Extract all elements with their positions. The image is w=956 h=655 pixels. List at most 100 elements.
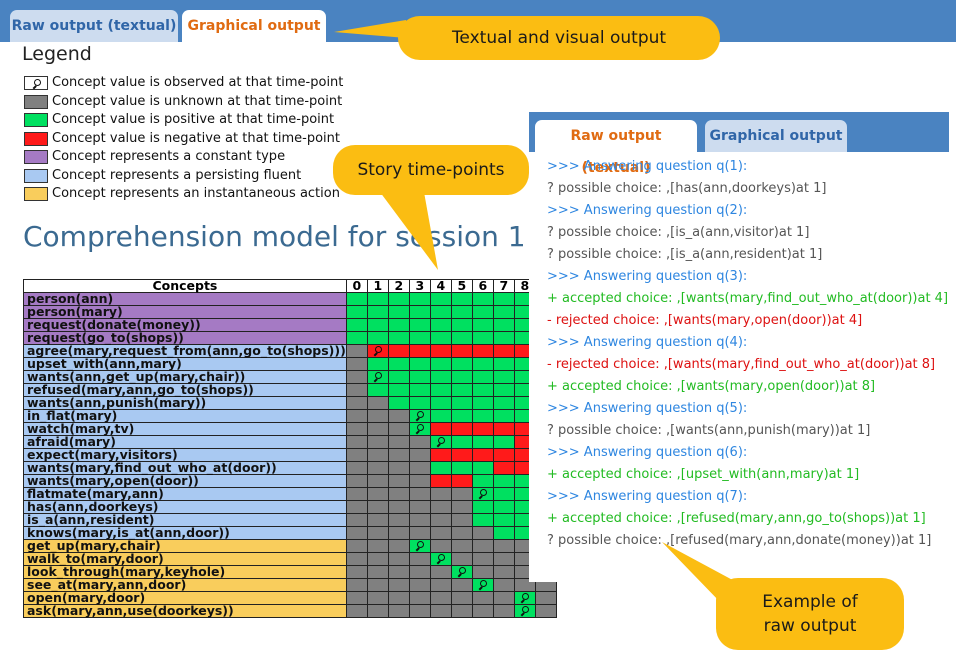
grid-cell: [429, 565, 452, 579]
grid-cell: [492, 331, 515, 345]
callout-story-timepoints: Story time-points: [333, 145, 529, 195]
grid-cell: [345, 448, 368, 462]
grid-cell: [429, 409, 452, 423]
grid-cell: [387, 552, 410, 566]
grid-cell: [492, 344, 515, 358]
grid-cell: [387, 513, 410, 527]
raw-output-line: >>> Answering question q(6):: [547, 445, 748, 460]
grid-cell: [429, 396, 452, 410]
grid-cell: [408, 331, 431, 345]
legend-item: Concept value is negative at that time-p…: [24, 131, 364, 148]
grid-cell: [492, 435, 515, 449]
grid-cell: [408, 474, 431, 488]
grid-cell: [471, 435, 494, 449]
grid-cell: [345, 344, 368, 358]
grid-cell: [471, 318, 494, 332]
grid-cell: [366, 487, 389, 501]
grid-cell: [387, 591, 410, 605]
legend-swatch: [24, 168, 48, 183]
grid-cell: [366, 370, 389, 384]
legend-label: Concept represents a constant type: [52, 149, 286, 164]
concept-name: in_flat(mary): [23, 409, 347, 423]
grid-cell: [408, 604, 431, 618]
grid-cell: [387, 357, 410, 371]
grid-cell: [345, 292, 368, 306]
grid-cell: [408, 383, 431, 397]
concept-name: wants(ann,punish(mary)): [23, 396, 347, 410]
grid-cell: [408, 578, 431, 592]
grid-cell: [345, 318, 368, 332]
grid-cell: [492, 357, 515, 371]
tab-raw-output[interactable]: Raw output (textual): [10, 10, 178, 42]
grid-cell: [492, 513, 515, 527]
callout-textual-visual: Textual and visual output: [398, 16, 720, 60]
grid-cell: [450, 500, 473, 514]
legend-item: Concept value is unknown at that time-po…: [24, 94, 364, 111]
raw-panel-tab-graphical[interactable]: Graphical output: [705, 120, 847, 152]
grid-cell: [366, 422, 389, 436]
grid-cell: [450, 578, 473, 592]
tab-graphical-output[interactable]: Graphical output: [182, 10, 326, 42]
raw-output-line: + accepted choice: ,[refused(mary,ann,go…: [547, 511, 926, 526]
grid-cell: [366, 513, 389, 527]
magnifier-icon: [520, 593, 530, 602]
grid-cell: [429, 357, 452, 371]
grid-cell: [345, 383, 368, 397]
grid-cell: [366, 474, 389, 488]
grid-cell: [408, 344, 431, 358]
grid-cell: [450, 539, 473, 553]
grid-cell: [450, 487, 473, 501]
callout-story-timepoints-text: Story time-points: [357, 160, 505, 180]
grid-cell: [450, 357, 473, 371]
raw-output-lines: >>> Answering question q(1): ? possible c…: [547, 156, 948, 552]
raw-output-line: + accepted choice: ,[wants(mary,open(doo…: [547, 379, 876, 394]
grid-cell: [345, 578, 368, 592]
callout-pointer-example: [662, 542, 740, 604]
grid-cell: [471, 552, 494, 566]
grid-cell: [429, 422, 452, 436]
grid-cell: [408, 396, 431, 410]
grid-cell: [345, 396, 368, 410]
grid-cell: [450, 409, 473, 423]
grid-cell: [408, 409, 431, 423]
grid-cell: [492, 591, 515, 605]
raw-output-line: ? possible choice: ,[is_a(ann,visitor)at…: [547, 225, 810, 240]
grid-cell: [387, 578, 410, 592]
grid-cell: [366, 552, 389, 566]
grid-cell: [387, 318, 410, 332]
grid-cell: [366, 526, 389, 540]
grid-cell: [450, 526, 473, 540]
grid-cell: [450, 604, 473, 618]
magnifier-icon: [373, 372, 383, 381]
grid-cell: [345, 500, 368, 514]
grid-cell: [492, 552, 515, 566]
raw-output-line: >>> Answering question q(5):: [547, 401, 748, 416]
raw-panel-tab-raw[interactable]: Raw output (textual): [535, 120, 697, 176]
raw-output-line: >>> Answering question q(1):: [547, 159, 748, 174]
grid-cell: [366, 409, 389, 423]
grid-cell: [387, 305, 410, 319]
legend-swatch: [24, 113, 48, 127]
timepoint-header: 2: [387, 279, 410, 293]
grid-cell: [345, 370, 368, 384]
grid-cell: [345, 591, 368, 605]
grid-cell: [387, 474, 410, 488]
grid-cell: [345, 487, 368, 501]
legend-item: Concept value is positive at that time-p…: [24, 112, 364, 129]
grid-cell: [450, 396, 473, 410]
grid-cell: [450, 435, 473, 449]
legend-title: Legend: [22, 43, 92, 65]
grid-cell: [408, 487, 431, 501]
legend-item: Concept represents an instantaneous acti…: [24, 186, 364, 203]
callout-example-raw: Example of raw output: [716, 578, 904, 650]
grid-cell: [387, 604, 410, 618]
grid-cell: [450, 461, 473, 475]
grid-cell: [429, 305, 452, 319]
magnifier-icon: [520, 606, 530, 615]
grid-cell: [471, 448, 494, 462]
grid-cell: [492, 383, 515, 397]
grid-cell: [450, 318, 473, 332]
grid-cell: [366, 539, 389, 553]
grid-cell: [408, 292, 431, 306]
grid-cell: [471, 578, 494, 592]
